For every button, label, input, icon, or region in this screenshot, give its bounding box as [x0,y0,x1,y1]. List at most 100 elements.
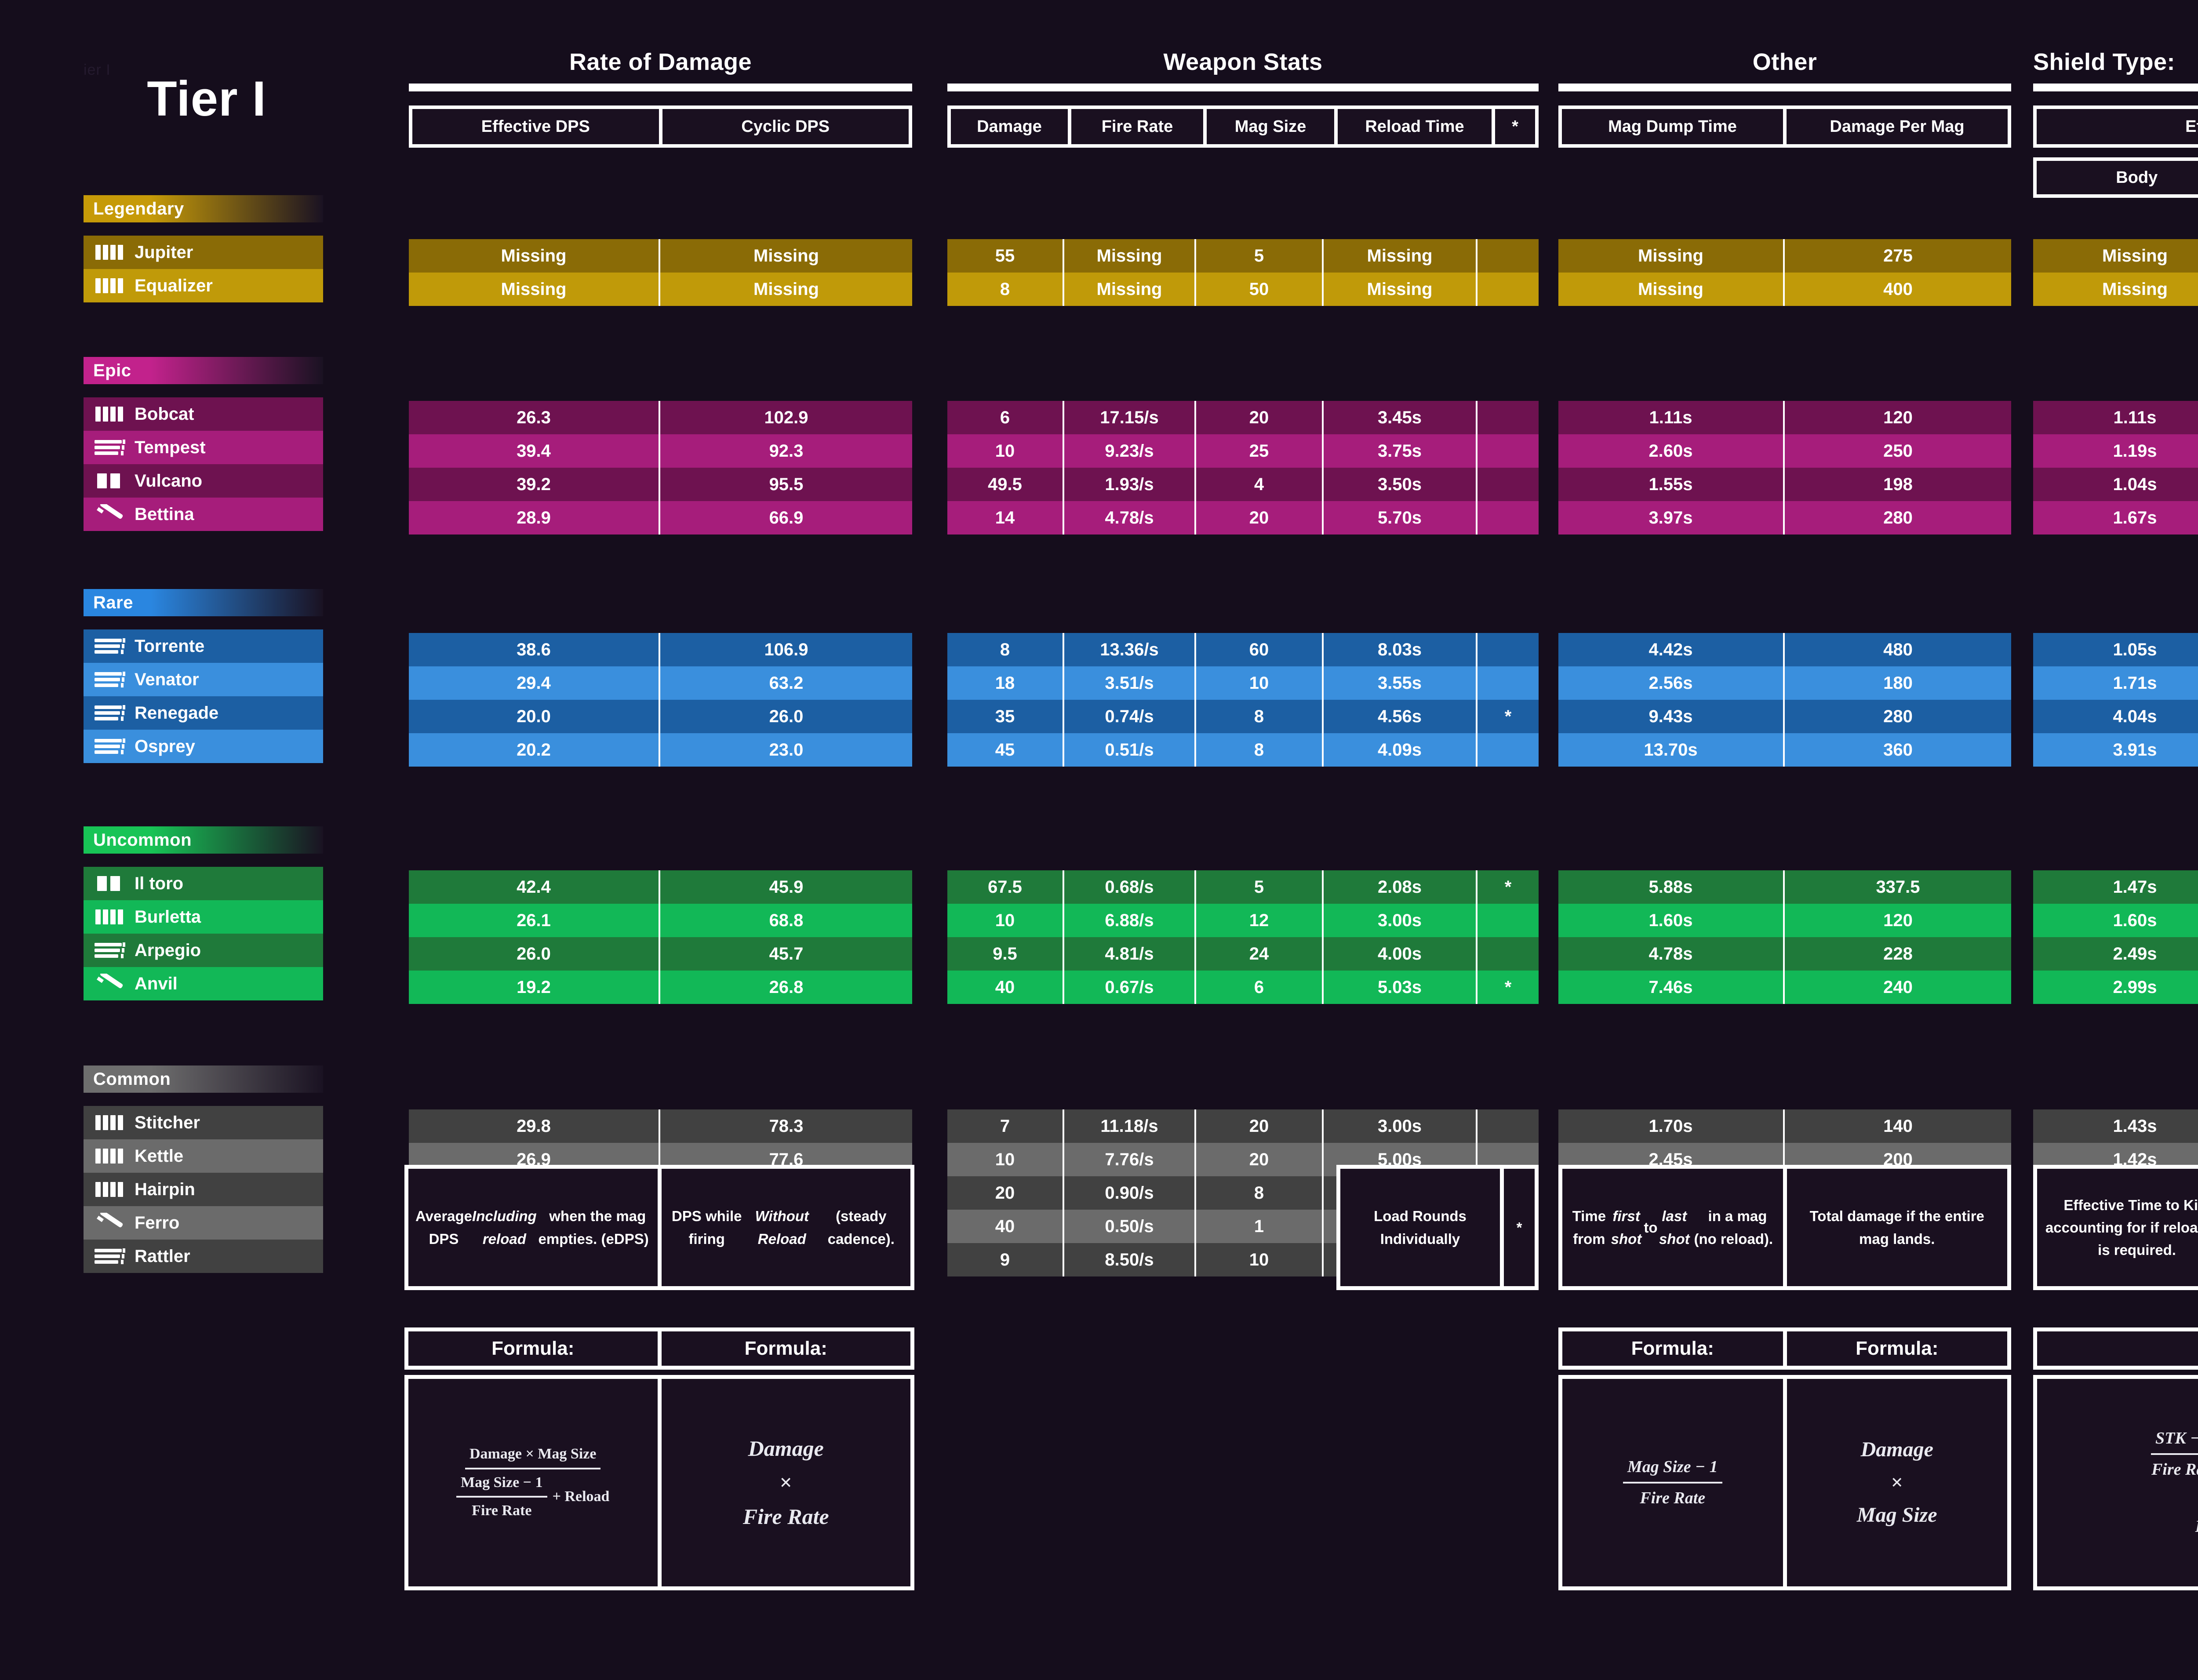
cell-mag_size: 10 [1196,1243,1324,1276]
cell-damage: 9.5 [947,937,1064,971]
table-row: 1.60sMissing [2033,904,2198,937]
formula-group-other: Mag Size − 1 Fire Rate Damage × Mag Size [1558,1375,2011,1590]
cell-star [1477,633,1539,666]
cell-mag_size: 4 [1196,468,1324,501]
formula-edps: Damage × Mag Size Mag Size − 1 Fire Rate… [408,1379,658,1586]
formula-label-mag-dump: Formula: [1562,1331,1783,1366]
weapon-row[interactable]: Bettina [84,498,323,531]
weapon-row[interactable]: Stitcher [84,1106,323,1139]
cell-damage: 18 [947,666,1064,700]
weapon-name-list-epic: Bobcat Tempest Vulcano Bettina [84,397,323,531]
cell-damage: 45 [947,733,1064,767]
cell-mag_size: 20 [1196,501,1324,535]
cell-dmg_per_mag: 240 [1883,977,1913,997]
column-header-damage-per-mag: Damage Per Mag [1787,109,2008,144]
cell-ttk_body: 1.11s [2033,401,2198,434]
cell-star [1477,666,1539,700]
cell-damage: 55 [947,239,1064,273]
formula-dpm-line1: Damage [1860,1438,1933,1462]
weapon-name: Hairpin [135,1179,195,1199]
cell-ttk_body: 1.71s [2033,666,2198,700]
table-row: 3.91sMissing [2033,733,2198,767]
cell-star [1477,501,1539,535]
cell-damage: 10 [947,434,1064,468]
weapon-name: Renegade [135,703,219,723]
cell-mag_dump: 4.42s [1558,633,1785,666]
weapon-row[interactable]: Tempest [84,431,323,464]
weapon-row[interactable]: Il toro [84,867,323,900]
cell-ttk_body: 4.04s [2033,700,2198,733]
cell-dmg_per_mag: 400 [1883,279,1913,299]
cell-damage: 8 [947,273,1064,306]
weapon-row[interactable]: Ferro [84,1206,323,1240]
cell-cyc_dps: Missing [753,246,819,265]
weapon-row[interactable]: Arpegio [84,934,323,967]
cell-damage: 67.5 [947,870,1064,904]
weapon-name: Arpegio [135,940,201,960]
weapon-name: Bettina [135,504,194,524]
rifle-icon [92,735,127,758]
formula-ttk: STK − 1 Fire Rate + STK − 1 Mag Size × R… [2037,1379,2198,1586]
cell-damage: 7 [947,1109,1064,1143]
weapon-row[interactable]: Vulcano [84,464,323,498]
header-rule-other [1558,84,2011,91]
formula-label-cyclic: Formula: [661,1331,910,1366]
cell-fire_rate: 8.50/s [1064,1243,1196,1276]
formula-cyclic-line1: Damage [748,1436,824,1461]
weapon-row[interactable]: Venator [84,663,323,696]
formula-cyclic-op: × [779,1470,793,1495]
formula-label-group-ttk: Formula: [2033,1327,2198,1370]
cell-reload: 3.50s [1324,468,1477,501]
smg-icon [92,274,127,297]
cell-mag_dump: 1.60s [1558,904,1785,937]
column-header-mag-dump-time: Mag Dump Time [1562,109,1783,144]
rarity-banner-rare: Rare [84,589,323,616]
cell-damage: 14 [947,501,1064,535]
formula-ttk-a-den: Fire Rate [2151,1460,2198,1479]
note-mag-dump: Time from first shot to last shot in a m… [1562,1169,1783,1286]
weapon-row[interactable]: Rattler [84,1240,323,1273]
cell-eff_dps: 38.6 [409,633,660,666]
formula-mag-dump: Mag Size − 1 Fire Rate [1562,1379,1783,1586]
cell-damage: 10 [947,1143,1064,1176]
weapon-row[interactable]: Anvil [84,967,323,1000]
cell-mag_size: 12 [1196,904,1324,937]
rifle-icon [92,635,127,658]
weapon-row[interactable]: Osprey [84,730,323,763]
formula-dpm-op: × [1891,1470,1903,1494]
cell-reload: 3.75s [1324,434,1477,468]
formula-label-ttk: Formula: [2037,1331,2198,1366]
weapon-row[interactable]: Equalizer [84,269,323,302]
sniper-icon [92,972,127,995]
cell-cyc_dps: Missing [753,279,819,299]
cell-mag_dump: 1.70s [1558,1109,1785,1143]
cell-dmg_per_mag: 280 [1883,706,1913,726]
weapon-row[interactable]: Hairpin [84,1173,323,1206]
weapon-row[interactable]: Renegade [84,696,323,730]
weapon-name: Stitcher [135,1113,200,1132]
weapon-row[interactable]: Bobcat [84,397,323,431]
cell-eff_dps: 28.9 [409,501,660,535]
cell-eff_dps: 26.0 [409,937,660,971]
weapon-row[interactable]: Kettle [84,1139,323,1173]
cell-fire_rate: 0.74/s [1064,700,1196,733]
weapon-row[interactable]: Jupiter [84,236,323,269]
cell-reload: 3.00s [1324,1109,1477,1143]
column-header-star: * [1495,109,1535,144]
weapon-row[interactable]: Torrente [84,629,323,663]
column-header-effective-ttk: Effective TTK [2037,109,2198,144]
weapon-name: Equalizer [135,276,213,295]
column-header-effective-dps: Effective DPS [412,109,659,144]
weapon-row[interactable]: Burletta [84,900,323,934]
formula-dpm-line2: Mag Size [1856,1503,1937,1527]
